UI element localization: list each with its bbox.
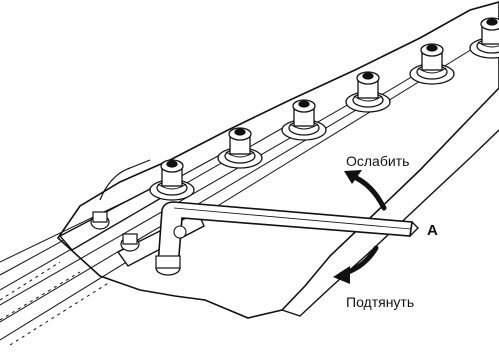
hex-key-icon: [155, 201, 419, 276]
tuning-pegs: [149, 17, 499, 201]
tuning-peg-icon: [469, 17, 499, 59]
tighten-label: Подтянуть: [346, 294, 414, 310]
tuning-peg-icon: [409, 43, 455, 85]
headstock-top-ridge: [99, 159, 151, 201]
curved-arrow-loosen-icon: [344, 170, 387, 211]
string-ends: [0, 261, 111, 346]
hex-key-label: A: [427, 222, 438, 239]
tuning-peg-icon: [149, 159, 195, 201]
curved-arrow-tighten-icon: [333, 245, 379, 284]
cover-screws: [90, 211, 140, 252]
tuning-peg-icon: [345, 71, 391, 113]
tuning-peg-icon: [281, 99, 327, 141]
loosen-label: Ослабить: [346, 153, 409, 169]
tuning-peg-icon: [217, 127, 263, 169]
